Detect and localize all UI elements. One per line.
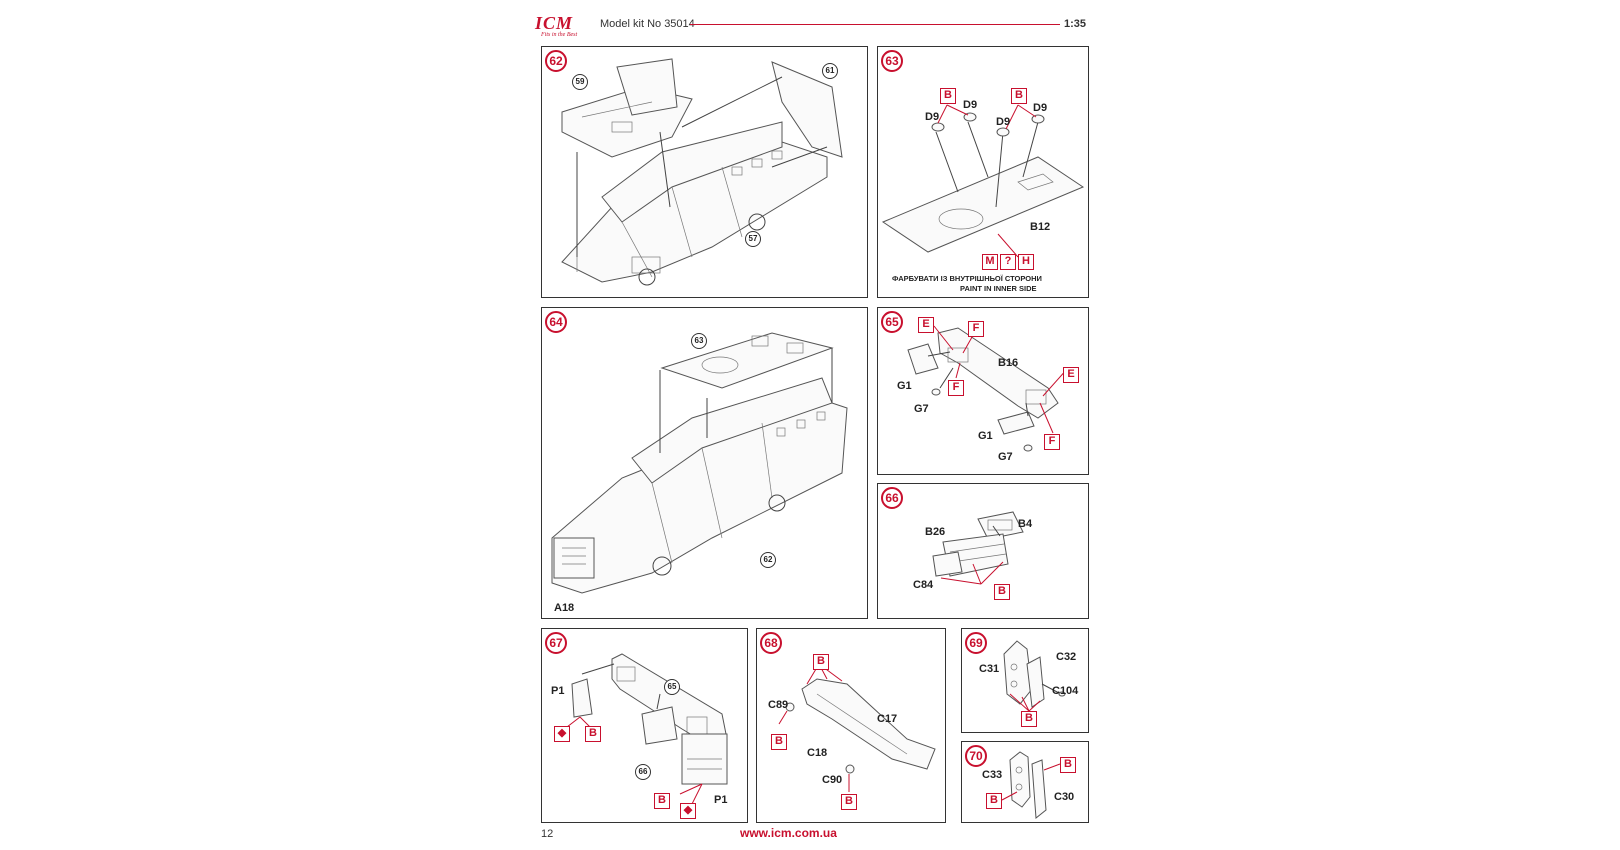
paint-note-ua: ФАРБУВАТИ ІЗ ВНУТРІШНЬОЇ СТОРОНИ — [892, 274, 1042, 283]
tag-b: B — [654, 793, 670, 809]
paint-symbol-icon: ◆ — [554, 726, 570, 742]
step-70-drawing — [1001, 751, 1061, 819]
part-label: C18 — [807, 747, 828, 759]
tag-e: E — [1063, 367, 1079, 383]
step-70-panel: 70 B C33 C30 B — [961, 741, 1089, 823]
header-rule — [690, 24, 1060, 25]
step-68-drawing — [778, 663, 936, 792]
tag-b: B — [1021, 711, 1037, 727]
part-label: B16 — [998, 357, 1019, 369]
step-number: 70 — [965, 745, 987, 767]
step-number: 66 — [881, 487, 903, 509]
step-ref-62: 62 — [760, 552, 776, 568]
step-69-drawing — [1003, 640, 1066, 712]
tag-f: F — [968, 321, 984, 337]
page-number: 12 — [541, 828, 554, 840]
step-64-drawing — [551, 332, 848, 594]
part-label: G7 — [914, 403, 929, 415]
part-label: C32 — [1056, 651, 1077, 663]
part-label: D9 — [996, 116, 1011, 128]
step-65-panel: 65 B16 G1 G7 G1 G7 E F F E F — [877, 307, 1089, 475]
step-67-panel: 67 P1 P1 65 66 B B ◆ ◆ — [541, 628, 748, 823]
part-label: G1 — [978, 430, 993, 442]
step-number: 63 — [881, 50, 903, 72]
part-label: C31 — [979, 663, 1000, 675]
paint-symbol-icon: ◆ — [680, 803, 696, 819]
step-number: 69 — [965, 632, 987, 654]
step-64-panel: 64 63 62 A18 — [541, 307, 868, 619]
tag-b: B — [841, 794, 857, 810]
step-ref-65: 65 — [664, 679, 680, 695]
part-label: P1 — [714, 794, 728, 806]
tag-f: F — [948, 380, 964, 396]
paint-note-en: PAINT IN INNER SIDE — [960, 284, 1037, 293]
part-label: D9 — [963, 99, 978, 111]
part-label: C89 — [768, 699, 789, 711]
step-63-panel: 63 B B D9 D9 D9 D9 B12 M ? H ФАРБУВАТИ І… — [877, 46, 1089, 298]
step-66-panel: 66 B26 B4 C84 B — [877, 483, 1089, 619]
step-67-drawing — [566, 653, 728, 805]
step-62-panel: 62 59 61 57 — [541, 46, 868, 298]
step-ref-63: 63 — [691, 333, 707, 349]
step-ref-59: 59 — [572, 74, 588, 90]
part-label: B26 — [925, 526, 946, 538]
paint-code: H — [1018, 254, 1034, 270]
tag-b: B — [1060, 757, 1076, 773]
part-label: C17 — [877, 713, 898, 725]
tag-b: B — [813, 654, 829, 670]
step-62-drawing — [561, 58, 843, 286]
step-number: 67 — [545, 632, 567, 654]
step-63-drawing — [881, 104, 1085, 258]
part-label: C30 — [1054, 791, 1075, 803]
part-label: D9 — [1033, 102, 1048, 114]
icm-logo: ICM Fits in the Best — [535, 13, 578, 38]
part-label: C33 — [982, 769, 1003, 781]
step-66-drawing — [932, 511, 1024, 585]
paint-code: M — [982, 254, 998, 270]
tag-e: E — [918, 317, 934, 333]
step-68-panel: 68 B C89 B C17 C18 C90 B — [756, 628, 946, 823]
step-65-drawing — [907, 325, 1069, 452]
part-label: P1 — [551, 685, 565, 697]
tag-b: B — [771, 734, 787, 750]
tag-f: F — [1044, 434, 1060, 450]
tag-b: B — [940, 88, 956, 104]
website-link[interactable]: www.icm.com.ua — [740, 826, 837, 840]
step-ref-61: 61 — [822, 63, 838, 79]
step-number: 62 — [545, 50, 567, 72]
step-number: 68 — [760, 632, 782, 654]
step-69-panel: 69 C31 C32 C104 B — [961, 628, 1089, 733]
part-label: C104 — [1052, 685, 1079, 697]
tag-b: B — [1011, 88, 1027, 104]
tag-b: B — [986, 793, 1002, 809]
scale-label: 1:35 — [1064, 18, 1087, 30]
kit-number: Model kit No 35014 — [600, 18, 695, 30]
tag-b: B — [994, 584, 1010, 600]
paint-code: ? — [1000, 254, 1016, 270]
step-number: 64 — [545, 311, 567, 333]
part-label: A18 — [554, 602, 575, 614]
step-ref-66: 66 — [635, 764, 651, 780]
part-label: G7 — [998, 451, 1013, 463]
step-number: 65 — [881, 311, 903, 333]
part-label: B12 — [1030, 221, 1051, 233]
part-label: D9 — [925, 111, 940, 123]
step-ref-57: 57 — [745, 231, 761, 247]
tag-b: B — [585, 726, 601, 742]
part-label: C90 — [822, 774, 843, 786]
part-label: C84 — [913, 579, 934, 591]
part-label: B4 — [1018, 518, 1033, 530]
part-label: G1 — [897, 380, 912, 392]
